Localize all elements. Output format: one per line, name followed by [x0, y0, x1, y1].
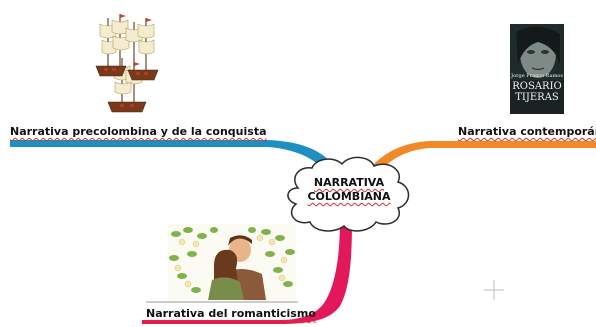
branch-connector-precolombina[interactable]	[10, 140, 344, 188]
central-topic-line1: NARRATIVA	[313, 176, 385, 189]
book-title-line1: ROSARIO	[512, 81, 562, 92]
branch-connector-contemporanea[interactable]	[360, 141, 596, 188]
central-topic-cloud[interactable]	[287, 156, 410, 232]
romantic-couple-image	[168, 224, 296, 300]
branch-label-romanticismo[interactable]: Narrativa del romanticismo	[146, 307, 316, 320]
crosshair-cursor-icon	[484, 280, 504, 300]
sailing-ships-image	[90, 8, 162, 116]
central-topic-line2: COLOMBIANA	[307, 190, 391, 203]
book-title-line2: TIJERAS	[515, 92, 559, 103]
branch-label-precolombina[interactable]: Narrativa precolombina y de la conquista	[10, 125, 267, 138]
book-author: Jorge Franco Ramos	[511, 73, 563, 79]
branch-label-contemporanea[interactable]: Narrativa contemporánea	[458, 125, 596, 138]
rosario-tijeras-book-cover	[510, 24, 564, 114]
branch-connector-romanticismo[interactable]	[142, 220, 352, 324]
central-topic-label[interactable]: NARRATIVA COLOMBIANA	[296, 176, 402, 204]
